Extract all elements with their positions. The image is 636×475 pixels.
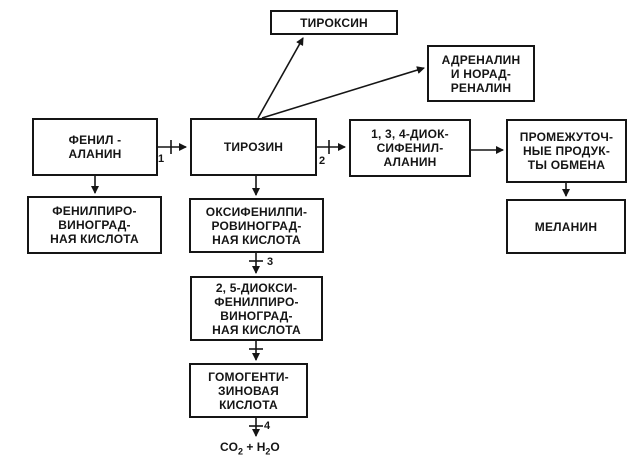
box-phenylpyruvic-acid: ФЕНИЛПИРО- ВИНОГРАД- НАЯ КИСЛОТА	[27, 196, 162, 254]
box-oxyphenylpyruvic-acid: ОКСИФЕНИЛПИ- РОВИНОГРАД- НАЯ КИСЛОТА	[189, 198, 324, 253]
co2-text: CO	[220, 440, 238, 454]
box-homogentisic-acid: ГОМОГЕНТИ- ЗИНОВАЯ КИСЛОТА	[189, 363, 308, 418]
h2o-subscript: 2	[265, 446, 271, 457]
box-tyrosine: ТИРОЗИН	[190, 118, 317, 176]
co2-subscript: 2	[238, 446, 244, 457]
block-label-2: 2	[319, 155, 326, 167]
end-products-co2-h2o: CO2 + H2O	[220, 440, 280, 456]
block-label-4: 4	[264, 420, 271, 432]
block-label-3: 3	[267, 256, 274, 268]
arrow-tyrosine-to-adrenalin	[261, 66, 425, 119]
box-tyroxin: ТИРОКСИН	[270, 10, 398, 35]
h2o-h-text: H	[256, 440, 266, 454]
box-adrenalin-noradrenalin: АДРЕНАЛИН И НОРАД- РЕНАЛИН	[427, 45, 535, 102]
box-phenylalanine: ФЕНИЛ - АЛАНИН	[32, 118, 158, 176]
arrow-tyrosine-to-tyroxin	[257, 37, 304, 119]
box-dioxyphenylalanine: 1, 3, 4-ДИОК- СИФЕНИЛ- АЛАНИН	[349, 119, 471, 177]
block-label-1: 1	[158, 153, 165, 165]
h2o-o-text: O	[270, 440, 280, 454]
box-intermediate-products: ПРОМЕЖУТОЧ- НЫЕ ПРОДУК- ТЫ ОБМЕНА	[506, 119, 627, 183]
plus-sign: +	[243, 440, 257, 454]
box-dioxyphenylpyruvic-acid: 2, 5-ДИОКСИ- ФЕНИЛПИРО- ВИНОГРАД- НАЯ КИ…	[190, 276, 323, 341]
box-melanin: МЕЛАНИН	[506, 199, 626, 254]
